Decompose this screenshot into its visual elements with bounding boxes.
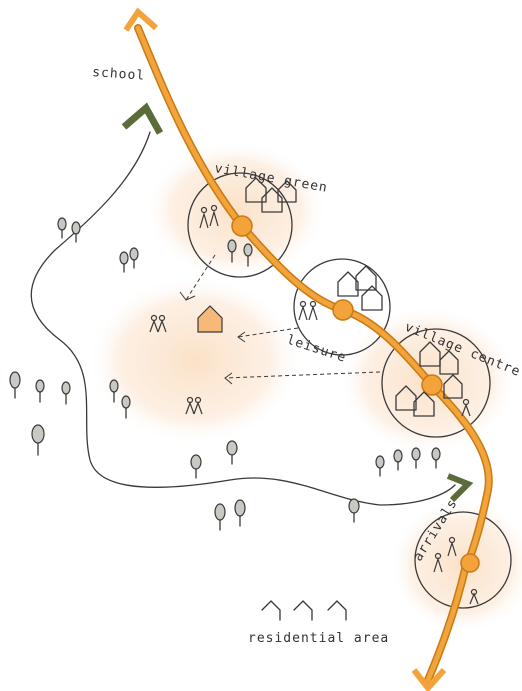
- label-school: school: [92, 65, 146, 84]
- tree-group-s: [190, 440, 360, 531]
- houses-leisure-node: [337, 265, 383, 311]
- circle-arrivals: [414, 511, 512, 609]
- circle-leisure-node: [293, 258, 391, 356]
- route-arrow-top-icon: [123, 7, 158, 32]
- people-leisure-node: [298, 300, 318, 321]
- houses-village-green: [245, 177, 297, 213]
- footpath-arrow-up-icon: [121, 102, 164, 135]
- house-leisure-orange: [197, 305, 223, 333]
- footpath-line: [30, 131, 456, 506]
- people-village-green: [199, 204, 219, 229]
- tree-group-e: [375, 447, 441, 477]
- tree-group-nw: [57, 217, 139, 273]
- tree-group-w: [9, 371, 131, 456]
- tree-green: [227, 239, 253, 267]
- circle-village-centre: [381, 328, 491, 438]
- node-arrivals: [460, 553, 480, 573]
- node-village-centre: [421, 374, 443, 396]
- node-village-green: [231, 215, 253, 237]
- people-village-centre: [461, 398, 471, 417]
- node-leisure: [332, 299, 354, 321]
- houses-residential: [261, 600, 347, 621]
- halo-layer: [87, 140, 522, 634]
- people: [149, 204, 479, 605]
- label-residential-area: residential area: [248, 631, 389, 646]
- houses-village-centre: [395, 341, 463, 417]
- people-arrivals: [433, 536, 479, 605]
- leisure-arrowheads: [179, 291, 246, 385]
- halo-village-green: [144, 140, 328, 280]
- halo-leisure: [87, 275, 303, 445]
- circle-village-green: [187, 172, 293, 278]
- leisure-arrows: [185, 254, 381, 379]
- trees: [9, 217, 441, 531]
- zone-circles: [187, 172, 512, 609]
- people-leisure: [149, 314, 203, 415]
- route-arrow-bottom-icon: [411, 668, 447, 691]
- footpath-arrow-right-icon: [446, 473, 474, 503]
